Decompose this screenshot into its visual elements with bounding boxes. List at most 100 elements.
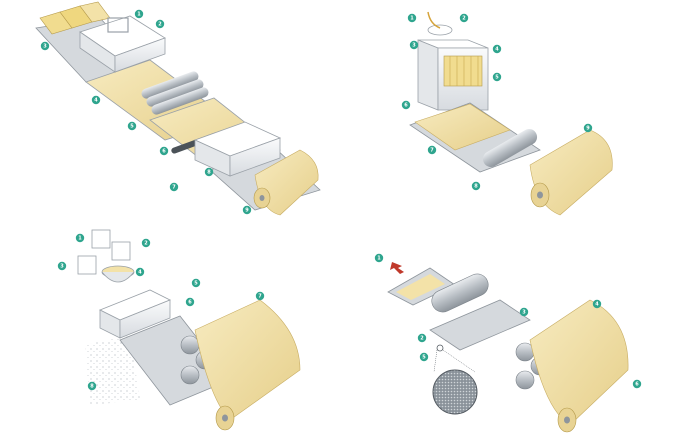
panel-bottom-left [77, 229, 301, 431]
callout-badge: 7 [427, 145, 437, 155]
callout-badge: 8 [204, 167, 214, 177]
roller-stack [141, 71, 209, 115]
callout-badge-circle [427, 145, 437, 155]
callout-badge: 9 [583, 123, 593, 133]
panel-top-left [35, 1, 321, 216]
callout-number: 4 [94, 97, 98, 103]
callout-badge-circle [459, 13, 469, 23]
callout-number: 7 [258, 293, 262, 299]
callout-badge: 4 [592, 299, 602, 309]
callout-number: 2 [144, 240, 148, 246]
callout-badge-circle [492, 72, 502, 82]
callout-number: 4 [138, 269, 142, 275]
callout-badge: 8 [87, 381, 97, 391]
callout-badge-circle [135, 267, 145, 277]
callout-badge-circle [374, 253, 384, 263]
callout-badge-circle [134, 9, 144, 19]
dryer-box [229, 137, 281, 177]
callout-badge-circle [40, 41, 50, 51]
fibre-dust [85, 335, 140, 405]
callout-badge: 5 [191, 278, 201, 288]
callout-badge-circle [419, 352, 429, 362]
callout-badge: 8 [471, 181, 481, 191]
roll-core [222, 414, 228, 422]
callout-badge: 2 [417, 333, 427, 343]
callout-badge-circle [417, 333, 427, 343]
callout-badge-circle [471, 181, 481, 191]
callout-number: 5 [422, 354, 426, 360]
panel-bottom-right [387, 262, 629, 433]
callout-badge-circle [91, 95, 101, 105]
callout-badge: 2 [155, 19, 165, 29]
ingredient-cube [111, 241, 131, 261]
callout-badge: 5 [492, 72, 502, 82]
callout-badge-circle [204, 167, 214, 177]
callout-number: 3 [412, 42, 416, 48]
callout-badge: 3 [40, 41, 50, 51]
callout-badge: 5 [127, 121, 137, 131]
callout-badge: 9 [242, 205, 252, 215]
callout-badge-circle [141, 238, 151, 248]
callout-number: 7 [430, 147, 434, 153]
callout-number: 9 [245, 207, 249, 213]
roll-core [564, 416, 570, 424]
callout-badge-circle [632, 379, 642, 389]
callout-number: 6 [162, 148, 166, 154]
callout-badge: 7 [169, 182, 179, 192]
callout-badge: 6 [401, 100, 411, 110]
machine-handle [107, 17, 129, 33]
callout-badge: 6 [185, 297, 195, 307]
callout-number: 3 [60, 263, 64, 269]
callout-number: 1 [377, 255, 381, 261]
callout-badge-circle [401, 100, 411, 110]
callout-badge-circle [407, 13, 417, 23]
callout-badge: 1 [75, 233, 85, 243]
callout-badge: 2 [459, 13, 469, 23]
callout-badge: 5 [419, 352, 429, 362]
callout-badge: 7 [255, 291, 265, 301]
main-roller [431, 273, 489, 313]
callout-number: 2 [158, 21, 162, 27]
callout-number: 1 [410, 15, 414, 21]
headbox [119, 299, 171, 339]
roll-core [259, 195, 265, 201]
feed-pipe [427, 11, 441, 29]
callout-badge: 4 [91, 95, 101, 105]
mesh-anchor [436, 344, 444, 352]
transfer-roller [482, 129, 538, 167]
callout-number: 5 [130, 123, 134, 129]
conveyor-belt [429, 299, 531, 351]
callout-badge-circle [492, 44, 502, 54]
formed-web [414, 103, 511, 151]
callout-badge-circle [519, 307, 529, 317]
ingredient-cube [91, 229, 111, 249]
callout-badge-circle [242, 205, 252, 215]
fibre-block [443, 55, 483, 87]
callout-number: 8 [90, 383, 94, 389]
callout-number: 6 [404, 102, 408, 108]
paper-web [529, 299, 629, 426]
callout-number: 3 [43, 43, 47, 49]
nozzle [427, 24, 453, 36]
ingredient-cube [77, 255, 97, 275]
callout-badge: 1 [134, 9, 144, 19]
callout-number: 5 [194, 280, 198, 286]
machine-box [114, 37, 166, 73]
callout-number: 4 [595, 301, 599, 307]
callout-number: 9 [586, 125, 590, 131]
mixing-bowl [101, 271, 135, 283]
callout-badge-circle [583, 123, 593, 133]
tank-box [417, 39, 439, 111]
paper-web [194, 299, 301, 421]
callout-number: 8 [207, 169, 211, 175]
callout-number: 8 [474, 183, 478, 189]
callout-number: 1 [137, 11, 141, 17]
callout-badge-circle [155, 19, 165, 29]
callout-number: 3 [522, 309, 526, 315]
panel-top-right [409, 11, 613, 216]
callout-badge: 3 [57, 261, 67, 271]
callout-badge: 3 [409, 40, 419, 50]
callout-badge-circle [159, 146, 169, 156]
